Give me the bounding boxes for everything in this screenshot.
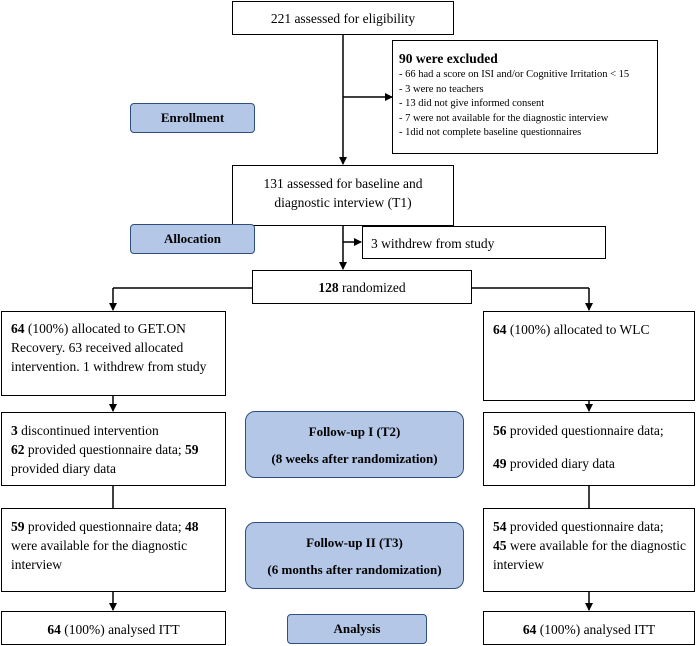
right-followup1-box: 56 provided questionnaire data; 49 provi… bbox=[483, 412, 695, 486]
baseline-box: 131 assessed for baseline and diagnostic… bbox=[232, 165, 454, 226]
excluded-item: - 3 were no teachers bbox=[399, 83, 484, 95]
left-allocated-text: (100%) allocated to GET.ON Recovery. 63 … bbox=[11, 321, 207, 374]
right-analysis-box: 64 (100%) analysed ITT bbox=[483, 611, 695, 645]
left-followup1-t1: discontinued intervention bbox=[17, 423, 159, 438]
excluded-box: 90 were excluded - 66 had a score on ISI… bbox=[392, 40, 658, 154]
excluded-item: - 7 were not available for the diagnosti… bbox=[399, 112, 609, 124]
stage-followup1-title: Follow-up I (T2) bbox=[308, 423, 401, 439]
left-followup1-t2: provided questionnaire data; bbox=[24, 442, 185, 457]
stage-followup2-sub: (6 months after randomization) bbox=[267, 561, 442, 577]
right-analysis-text: (100%) analysed ITT bbox=[536, 622, 656, 637]
right-allocated-count: 64 bbox=[493, 322, 507, 337]
excluded-item: - 66 had a score on ISI and/or Cognitive… bbox=[399, 69, 630, 80]
assessed-text: 221 assessed for eligibility bbox=[270, 11, 416, 26]
left-followup1-n3: 59 bbox=[184, 442, 199, 457]
stage-followup1-sub: (8 weeks after randomization) bbox=[271, 450, 438, 466]
left-followup1-t3: provided diary data bbox=[11, 461, 116, 476]
left-analysis-box: 64 (100%) analysed ITT bbox=[1, 611, 226, 645]
right-followup2-n1: 54 bbox=[493, 519, 507, 534]
left-followup1-n1: 3 bbox=[11, 423, 18, 438]
left-followup2-box: 59 provided questionnaire data; 48 were … bbox=[1, 508, 226, 592]
left-analysis-text: (100%) analysed ITT bbox=[60, 622, 180, 637]
right-followup1-t2: provided diary data bbox=[506, 456, 615, 471]
right-allocated-text: (100%) allocated to WLC bbox=[506, 322, 650, 337]
left-followup1-n2: 62 bbox=[11, 442, 25, 457]
baseline-line2: diagnostic interview (T1) bbox=[274, 195, 412, 210]
stage-analysis: Analysis bbox=[287, 614, 427, 644]
randomized-text: randomized bbox=[338, 280, 406, 295]
right-followup1-n2: 49 bbox=[493, 456, 507, 471]
excluded-item: - 1did not complete baseline questionnai… bbox=[399, 127, 582, 138]
stage-followup2-title: Follow-up II (T3) bbox=[306, 534, 403, 550]
right-followup1-t1: provided questionnaire data; bbox=[506, 423, 664, 438]
right-allocated-box: 64 (100%) allocated to WLC bbox=[483, 311, 695, 401]
right-followup2-t2: were available for the diagnostic interv… bbox=[493, 538, 687, 572]
right-followup2-box: 54 provided questionnaire data; 45 were … bbox=[483, 508, 695, 592]
stage-followup2: Follow-up II (T3) (6 months after random… bbox=[245, 522, 464, 589]
right-analysis-count: 64 bbox=[522, 622, 537, 637]
left-allocated-box: 64 (100%) allocated to GET.ON Recovery. … bbox=[1, 311, 226, 396]
assessed-box: 221 assessed for eligibility bbox=[232, 1, 454, 35]
excluded-item: - 13 did not give informed consent bbox=[399, 98, 545, 109]
stage-enrollment-label: Enrollment bbox=[160, 110, 225, 125]
stage-allocation-label: Allocation bbox=[163, 231, 222, 246]
left-followup2-n2: 48 bbox=[184, 519, 199, 534]
withdrew-text: 3 withdrew from study bbox=[371, 236, 495, 251]
left-analysis-count: 64 bbox=[47, 622, 61, 637]
stage-enrollment: Enrollment bbox=[130, 103, 255, 133]
randomized-count: 128 bbox=[318, 280, 339, 295]
right-followup2-n2: 45 bbox=[493, 538, 507, 553]
left-followup2-t1: provided questionnaire data; bbox=[24, 519, 185, 534]
left-allocated-count: 64 bbox=[11, 321, 25, 336]
withdrew-box: 3 withdrew from study bbox=[362, 226, 606, 259]
stage-allocation: Allocation bbox=[130, 224, 255, 254]
left-followup1-box: 3 discontinued intervention 62 provided … bbox=[1, 412, 226, 486]
stage-analysis-label: Analysis bbox=[333, 621, 381, 636]
right-followup2-t1: provided questionnaire data; bbox=[506, 519, 664, 534]
right-followup1-n1: 56 bbox=[493, 423, 507, 438]
left-followup2-n1: 59 bbox=[11, 519, 25, 534]
baseline-line1: 131 assessed for baseline and bbox=[263, 176, 423, 191]
left-followup2-t2: were available for the diagnostic interv… bbox=[11, 538, 188, 572]
excluded-title: 90 were excluded bbox=[399, 51, 498, 66]
stage-followup1: Follow-up I (T2) (8 weeks after randomiz… bbox=[245, 411, 464, 478]
randomized-box: 128 randomized bbox=[252, 270, 472, 304]
